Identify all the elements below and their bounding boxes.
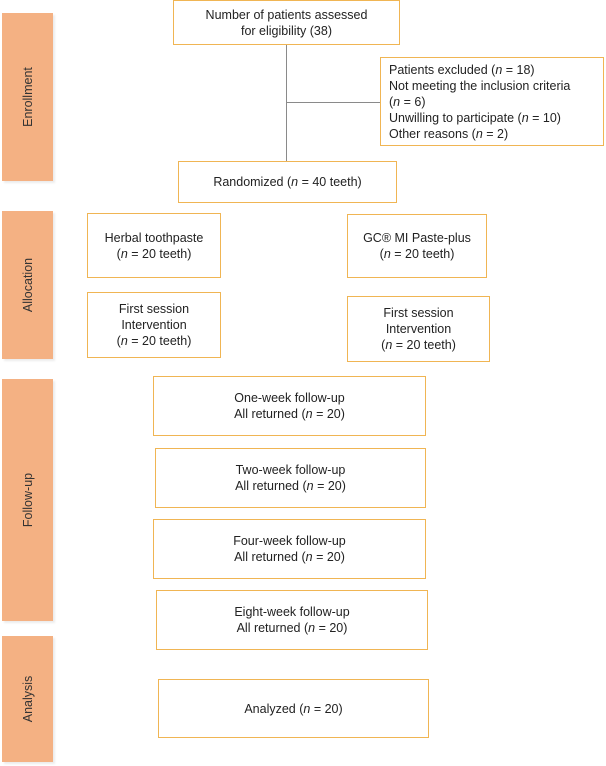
- two-week-followup-box: Two-week follow-up All returned (n = 20): [155, 448, 426, 508]
- excluded-line2: Not meeting the inclusion criteria: [389, 78, 571, 93]
- eight-week-returned: All returned (n = 20): [236, 621, 348, 635]
- one-week-title: One-week follow-up: [234, 391, 345, 405]
- one-week-returned: All returned (n = 20): [234, 407, 345, 421]
- left-session-line1: First session: [118, 302, 190, 316]
- right-session-line2: Intervention: [385, 322, 452, 336]
- stage-label-analysis: Analysis: [2, 636, 53, 762]
- stage-label-allocation: Allocation: [2, 211, 53, 359]
- one-week-followup-box: One-week follow-up All returned (n = 20): [153, 376, 426, 436]
- analyzed-box: Analyzed (n = 20): [158, 679, 429, 738]
- stage-label-enrollment: Enrollment: [2, 13, 53, 181]
- connector-to-excluded: [286, 102, 380, 103]
- stage-label-analysis-text: Analysis: [20, 675, 35, 723]
- left-session-count: (n = 20 teeth): [116, 334, 192, 348]
- eight-week-title: Eight-week follow-up: [234, 605, 350, 619]
- herbal-toothpaste-title: Herbal toothpaste: [104, 230, 204, 245]
- randomized-text: Randomized (n = 40 teeth): [213, 175, 362, 189]
- right-first-session-box: First session Intervention (n = 20 teeth…: [347, 296, 490, 362]
- assessed-line1: Number of patients assessed: [205, 7, 368, 22]
- assessed-eligibility-box: Number of patients assessed for eligibil…: [173, 0, 400, 45]
- excluded-line5: Other reasons (n = 2): [389, 126, 509, 141]
- right-session-count: (n = 20 teeth): [381, 338, 456, 352]
- stage-label-followup-text: Follow-up: [20, 472, 35, 528]
- excluded-box: Patients excluded (n = 18) Not meeting t…: [380, 57, 604, 146]
- four-week-title: Four-week follow-up: [233, 534, 346, 548]
- right-session-line1: First session: [383, 306, 454, 320]
- four-week-followup-box: Four-week follow-up All returned (n = 20…: [153, 519, 426, 579]
- four-week-returned: All returned (n = 20): [234, 550, 345, 564]
- randomized-box: Randomized (n = 40 teeth): [178, 161, 397, 203]
- analyzed-text: Analyzed (n = 20): [244, 701, 343, 716]
- herbal-toothpaste-count: (n = 20 teeth): [116, 246, 192, 261]
- excluded-line1: Patients excluded (n = 18): [389, 62, 535, 77]
- two-week-returned: All returned (n = 20): [235, 479, 346, 493]
- eight-week-followup-box: Eight-week follow-up All returned (n = 2…: [156, 590, 428, 650]
- herbal-toothpaste-box: Herbal toothpaste (n = 20 teeth): [87, 213, 221, 278]
- stage-label-enrollment-text: Enrollment: [20, 67, 35, 127]
- left-session-line2: Intervention: [121, 318, 187, 332]
- excluded-line4: Unwilling to participate (n = 10): [389, 110, 561, 125]
- two-week-title: Two-week follow-up: [235, 463, 346, 477]
- assessed-line2: for eligibility (38): [240, 23, 332, 38]
- left-first-session-box: First session Intervention (n = 20 teeth…: [87, 292, 221, 358]
- mi-paste-plus-title: GC® MI Paste-plus: [363, 231, 471, 245]
- mi-paste-plus-count: (n = 20 teeth): [379, 247, 455, 261]
- excluded-line3: (n = 6): [389, 94, 426, 109]
- mi-paste-plus-box: GC® MI Paste-plus (n = 20 teeth): [347, 214, 487, 278]
- stage-label-allocation-text: Allocation: [20, 257, 35, 313]
- stage-label-followup: Follow-up: [2, 379, 53, 621]
